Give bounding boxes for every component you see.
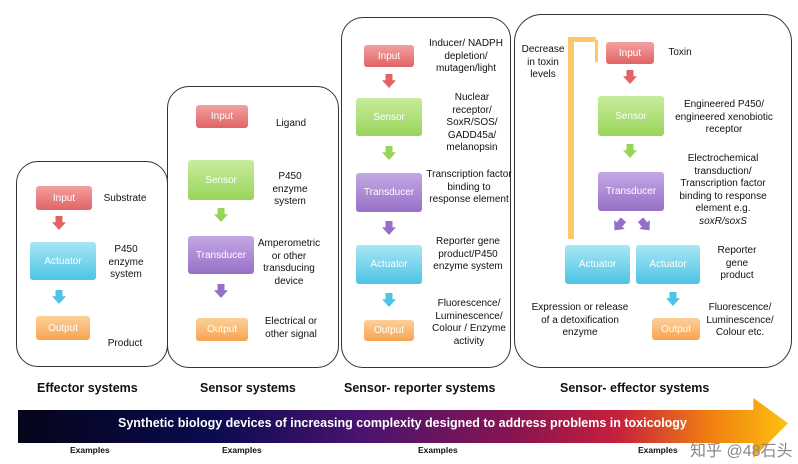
sensor-box: Sensor (356, 98, 422, 136)
label: Reporter gene product/P450 enzyme system (433, 236, 503, 272)
sensor-effector-panel (514, 14, 792, 368)
examples-label: Examples (70, 445, 110, 455)
sensor-effector-title: Sensor- effector systems (560, 381, 710, 395)
actuator-box-left: Actuator (565, 245, 630, 284)
label: Toxin (668, 47, 692, 58)
label: Substrate (103, 193, 147, 204)
label: Electrical or other signal (264, 316, 318, 340)
label: Nuclear receptor/ SoxR/SOS/ GADD45a/ mel… (446, 92, 498, 153)
input-box: Input (606, 42, 654, 64)
label: P450 enzyme system (272, 171, 308, 207)
output-box: Output (36, 316, 90, 340)
transducer-box: Transducer (188, 236, 254, 274)
label: Ligand (275, 118, 307, 129)
watermark: 知乎 @48石头 (690, 443, 793, 460)
label: Amperometric or other transducing device (257, 238, 321, 287)
input-box: Input (196, 105, 248, 128)
label: Reporter gene product (717, 245, 757, 281)
examples-label: Examples (418, 445, 458, 455)
reporter-title: Sensor- reporter systems (344, 381, 496, 395)
sensor-panel (167, 86, 339, 368)
gene-name: soxR/soxS (699, 215, 747, 227)
input-box: Input (36, 186, 92, 210)
label: Product (107, 338, 143, 349)
sensor-box: Sensor (188, 160, 254, 200)
input-box: Input (364, 45, 414, 67)
banner-text: Synthetic biology devices of increasing … (118, 416, 687, 430)
actuator-box: Actuator (30, 242, 96, 280)
label: Transcription factor binding to response… (426, 169, 512, 205)
examples-label: Examples (638, 445, 678, 455)
feedback-line (568, 37, 596, 42)
sensor-box: Sensor (598, 96, 664, 136)
output-box: Output (196, 318, 248, 341)
actuator-box-right: Actuator (636, 245, 700, 284)
output-box: Output (652, 318, 700, 340)
label: Electrochemical transduction/ Transcript… (676, 153, 770, 228)
label: Decrease in toxin levels (521, 44, 565, 80)
label: Fluorescence/ Luminescence/ Colour / Enz… (432, 298, 506, 347)
label: Expression or release of a detoxificatio… (531, 302, 629, 338)
transducer-box: Transducer (356, 173, 422, 212)
label: Engineered P450/ engineered xenobiotic r… (675, 99, 773, 135)
label: P450 enzyme system (108, 244, 144, 280)
sensor-title: Sensor systems (200, 381, 296, 395)
actuator-box: Actuator (356, 245, 422, 284)
label-text: Electrochemical transduction/ Transcript… (679, 153, 767, 214)
label: Fluorescence/ Luminescence/ Colour etc. (706, 302, 774, 338)
label: Inducer/ NADPH depletion/ mutagen/light (429, 38, 503, 74)
transducer-box: Transducer (598, 172, 664, 211)
inhibition-bar (595, 40, 598, 62)
output-box: Output (364, 320, 414, 341)
effector-title: Effector systems (37, 381, 138, 395)
examples-label: Examples (222, 445, 262, 455)
feedback-line (568, 37, 574, 239)
